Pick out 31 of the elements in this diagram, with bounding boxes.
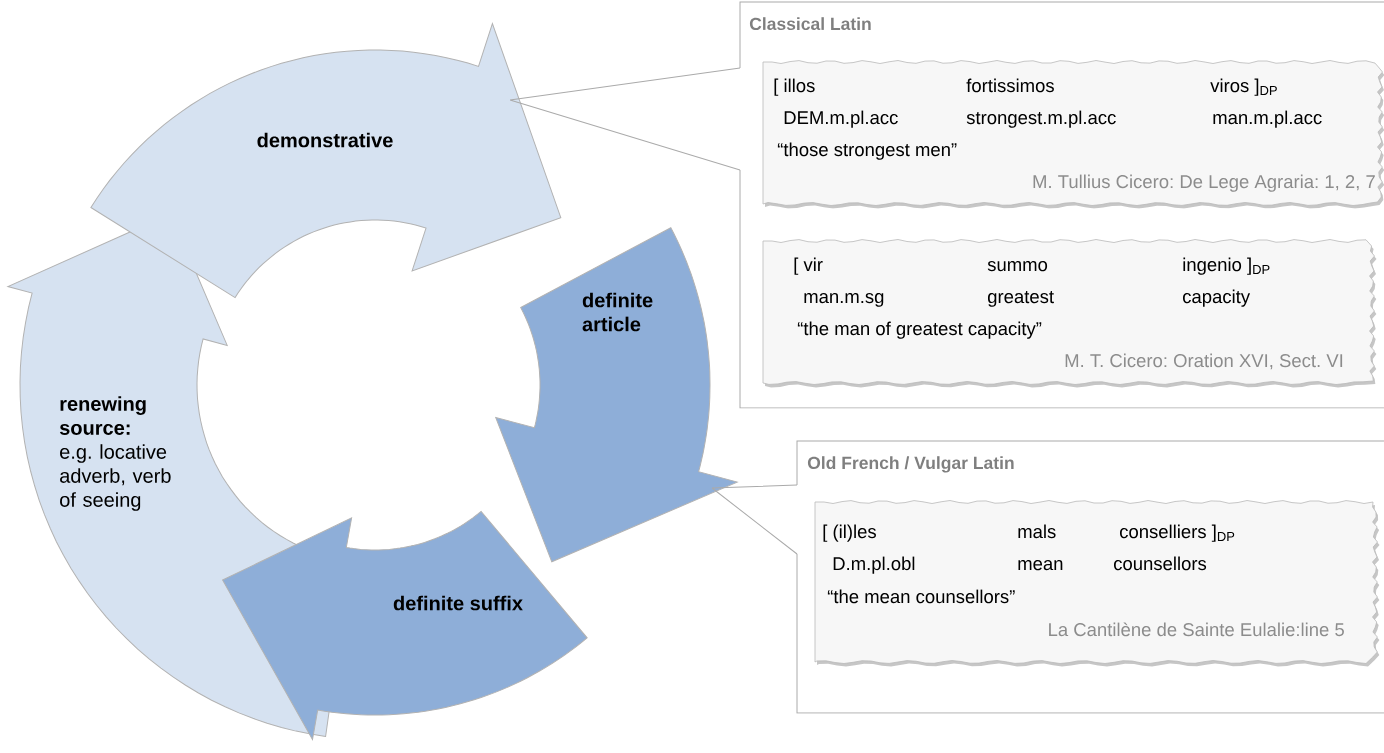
word: mals bbox=[1018, 524, 1056, 539]
box-heading: Old French / Vulgar Latin bbox=[807, 456, 1014, 473]
gloss: DEM.m.pl.acc bbox=[784, 110, 898, 128]
word: conselliers ]$_{DP}$ bbox=[1120, 524, 1235, 542]
gloss: strongest.m.pl.acc bbox=[966, 110, 1116, 128]
citation: La Cantilène de Sainte Eulalie:line 5 bbox=[1049, 622, 1344, 637]
cycle-segment: definite suffix bbox=[222, 510, 588, 740]
translation: “the man of greatest capacity” bbox=[797, 321, 1042, 339]
translation: “those strongest men” bbox=[777, 142, 957, 160]
callout-pointer bbox=[509, 67, 741, 171]
callout-pointer bbox=[711, 484, 798, 555]
word: fortissimos bbox=[966, 78, 1054, 93]
gloss: man.m.sg bbox=[804, 293, 884, 307]
translation: “the mean counsellors” bbox=[827, 589, 1015, 604]
word: ingenio ]$_{DP}$ bbox=[1183, 257, 1270, 275]
word: [ illos bbox=[774, 78, 815, 96]
word: [ (il)les bbox=[823, 524, 876, 542]
cycle-segment: definite article bbox=[495, 227, 738, 563]
gloss: mean bbox=[1018, 560, 1063, 571]
citation: M. Tullius Cicero: De Lege Agraria: 1, 2, 7 bbox=[1033, 174, 1375, 192]
gloss: D.m.pl.obl bbox=[833, 556, 915, 574]
box-heading: Classical Latin bbox=[749, 17, 871, 31]
gloss: greatest bbox=[988, 291, 1054, 307]
word: [ vir bbox=[794, 257, 823, 275]
cycle-segment: demonstrative bbox=[90, 23, 562, 299]
gloss: capacity bbox=[1183, 289, 1251, 307]
word: viros ]$_{DP}$ bbox=[1210, 78, 1277, 96]
gloss: counsellors bbox=[1114, 556, 1207, 571]
citation: M. T. Cicero: Oration XVI, Sect. VI bbox=[1065, 353, 1343, 370]
gloss: man.m.pl.acc bbox=[1213, 110, 1322, 128]
word: summo bbox=[987, 261, 1048, 272]
